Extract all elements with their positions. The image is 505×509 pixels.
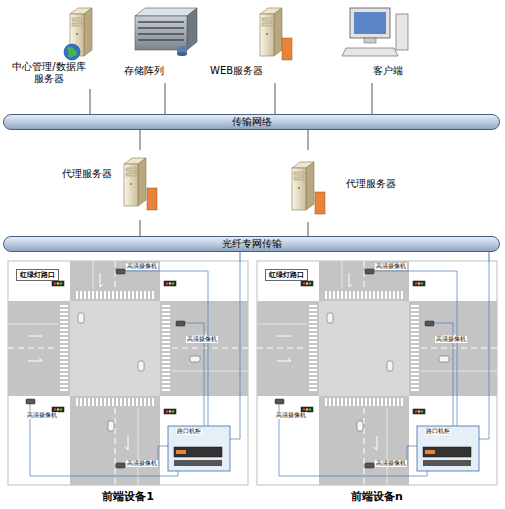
node-label: 存储阵列: [124, 65, 164, 77]
device-label: 路口机柜: [425, 428, 451, 435]
network-link: [140, 130, 141, 150]
network-link: [90, 89, 91, 114]
server-node: WEB服务器: [210, 3, 295, 83]
panel-heading: 红绿灯路口: [265, 269, 308, 281]
client-node: 客户端: [335, 3, 415, 83]
device-label: 高清摄像机: [26, 412, 58, 419]
device-label: 高清摄像机: [126, 460, 158, 467]
node-label: 中心管理/数据库服务器: [8, 61, 90, 84]
network-link: [275, 83, 276, 114]
caption: 前端设备n: [257, 491, 497, 504]
node-label: WEB服务器: [210, 65, 263, 77]
network-band: 传输网络: [3, 114, 500, 130]
node-label: 光纤专网传输: [4, 238, 499, 250]
network-link: [140, 220, 141, 236]
network-link: [489, 252, 490, 261]
device-label: 高清摄像机: [375, 460, 407, 467]
network-link: [372, 83, 373, 114]
node-label: 客户端: [373, 65, 403, 77]
node-label: 代理服务器: [346, 178, 396, 190]
panel-heading: 红绿灯路口: [16, 269, 59, 281]
device-label: 高清摄像机: [186, 336, 218, 343]
device-label: 高清摄像机: [126, 263, 158, 270]
node-label: 传输网络: [4, 116, 499, 128]
caption: 前端设备1: [8, 491, 248, 504]
server-node: 中心管理/数据库服务器: [8, 3, 112, 89]
proxy-server-node: 代理服务器: [288, 150, 408, 222]
device-label: 高清摄像机: [435, 336, 467, 343]
network-link: [308, 130, 309, 150]
storage-node: 存储阵列: [120, 3, 200, 83]
proxy-server-node: 代理服务器: [62, 150, 162, 220]
network-link: [165, 83, 166, 114]
device-label: 路口机柜: [176, 428, 202, 435]
network-band: 光纤专网传输: [3, 236, 500, 252]
node-label: 代理服务器: [62, 168, 112, 180]
network-link: [308, 222, 309, 236]
network-link: [240, 252, 241, 261]
intersection-panel: 红绿灯路口前端设备1: [8, 261, 248, 485]
device-label: 高清摄像机: [275, 412, 307, 419]
device-label: 高清摄像机: [375, 263, 407, 270]
intersection-panel: 红绿灯路口前端设备n: [257, 261, 497, 485]
